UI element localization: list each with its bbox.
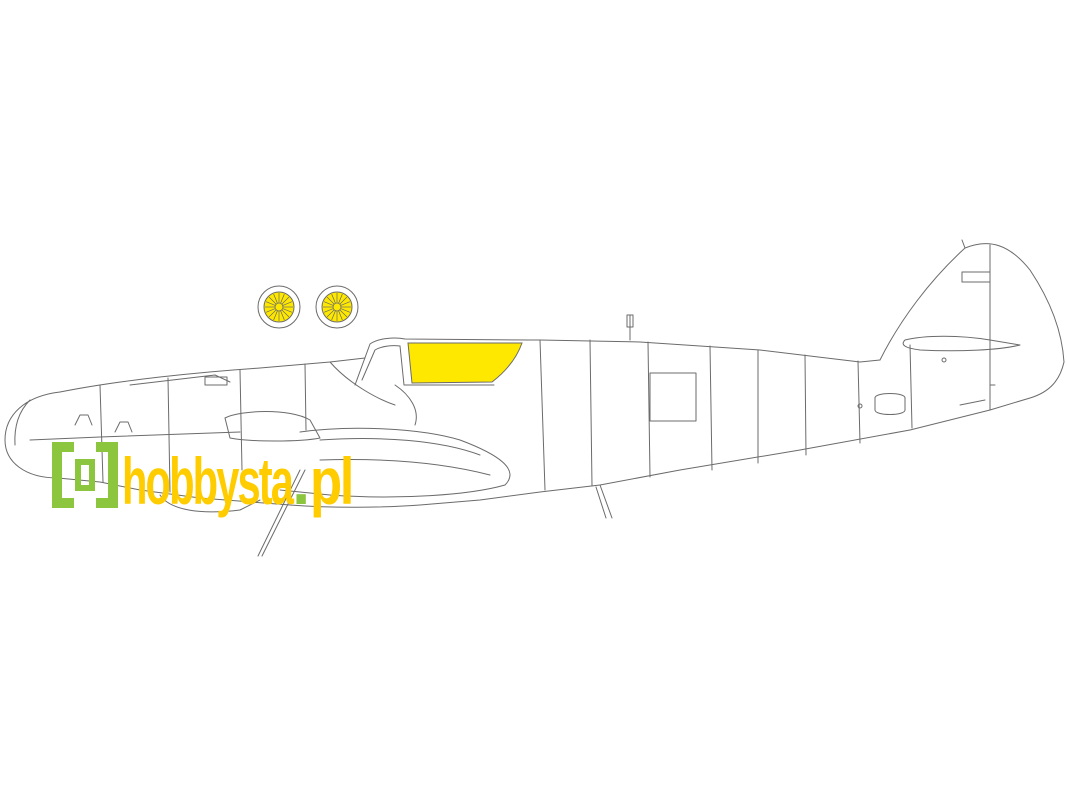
wheel-spoke: [268, 296, 277, 305]
wheel-outline-left: [257, 285, 301, 329]
wheel-mask-left: [257, 285, 301, 329]
wheel-spoke: [323, 308, 334, 313]
wheel-spoke: [340, 308, 351, 313]
wheel-spoke: [281, 309, 290, 318]
wheel-spoke: [281, 296, 290, 305]
wheel-spoke: [265, 308, 276, 313]
wheel-spoke: [280, 293, 285, 304]
wheel-spoke: [338, 293, 343, 304]
bracket-logo-icon: [52, 442, 118, 508]
canopy-glass-mask: [407, 342, 523, 384]
wheel-spoke: [273, 293, 278, 304]
wheel-spoke: [282, 308, 293, 313]
watermark-dot: .: [292, 444, 307, 518]
panel-lines: [29, 314, 996, 557]
wheel-spoke: [282, 301, 293, 306]
canopy-mask: [399, 342, 523, 386]
wheel-spoke: [280, 310, 285, 321]
wheel-spoke: [323, 301, 334, 306]
wheel-mask-right: [315, 285, 359, 329]
fuselage-outline: [4, 239, 1065, 508]
wheel-spoke: [339, 309, 348, 318]
wheel-spoke: [326, 296, 335, 305]
wheel-spoke: [273, 310, 278, 321]
wheel-spoke: [331, 310, 336, 321]
wheel-spoke: [268, 309, 277, 318]
watermark-brand: hobbysta: [122, 444, 295, 518]
wheel-spoke: [338, 310, 343, 321]
wheel-spoke: [326, 309, 335, 318]
wheel-spoke: [265, 301, 276, 306]
watermark-tld: pl: [310, 444, 352, 518]
wheel-spoke: [331, 293, 336, 304]
watermark: hobbysta . pl: [52, 442, 355, 518]
wheel-spoke: [340, 301, 351, 306]
wheel-outline-right: [315, 285, 359, 329]
wheel-spoke: [339, 296, 348, 305]
